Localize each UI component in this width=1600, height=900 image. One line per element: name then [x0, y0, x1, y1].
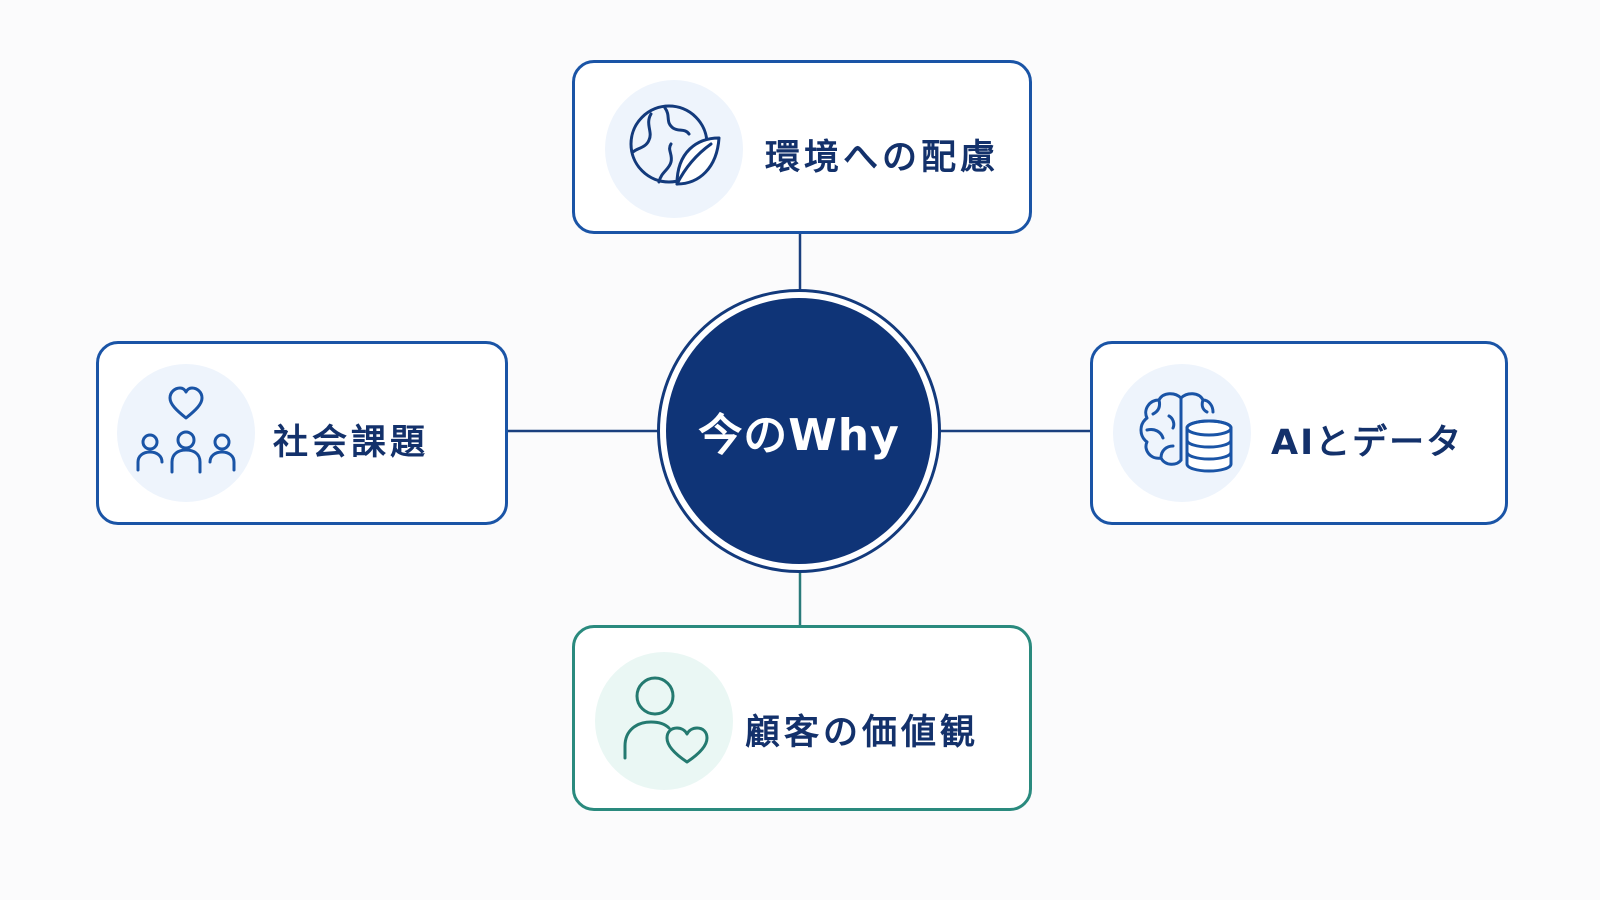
- node-label: 顧客の価値観: [745, 713, 980, 753]
- globe-leaf-icon: [605, 80, 743, 218]
- node-social-issues: 社会課題: [96, 341, 508, 525]
- node-label: 社会課題: [273, 423, 430, 463]
- people-heart-icon: [117, 364, 255, 502]
- brain-database-icon: [1113, 364, 1251, 502]
- node-label: 環境への配慮: [765, 138, 1000, 178]
- node-ai-data: AIとデータ: [1090, 341, 1508, 525]
- hub-node: 今のWhy: [666, 298, 932, 564]
- hub-label: 今のWhy: [698, 410, 900, 461]
- person-heart-icon: [595, 652, 733, 790]
- node-label: AIとデータ: [1271, 423, 1464, 463]
- node-environment: 環境への配慮: [572, 60, 1032, 234]
- node-customer-values: 顧客の価値観: [572, 625, 1032, 811]
